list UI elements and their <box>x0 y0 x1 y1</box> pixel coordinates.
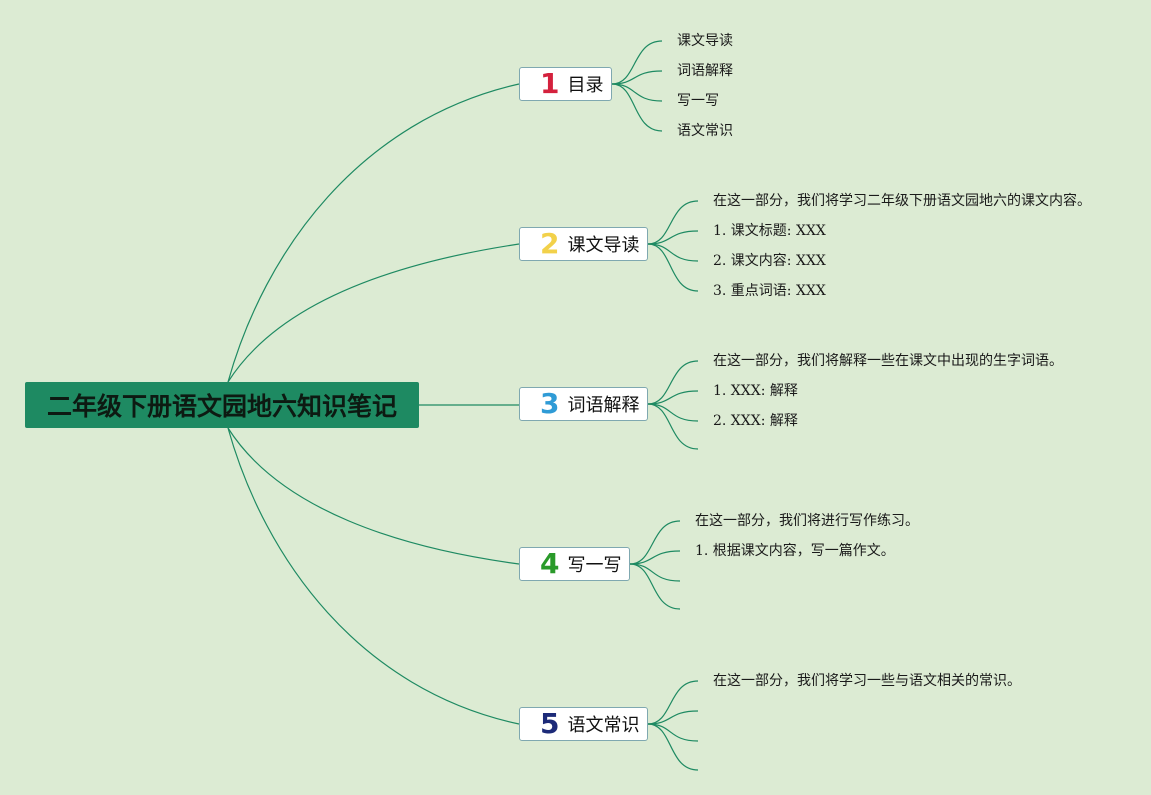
leaf-changshi-intro[interactable]: 在这一部分，我们将学习一些与语文相关的常识。 <box>713 673 1021 689</box>
branch-ciyu-jieshi[interactable]: 3 词语解释 <box>519 387 648 421</box>
branch-yuwen-changshi[interactable]: 5 语文常识 <box>519 707 648 741</box>
number-4: 4 <box>540 547 560 580</box>
leaf-mulu-2[interactable]: 词语解释 <box>677 63 733 79</box>
connector-xiezuo-3 <box>629 563 681 582</box>
branch-xie-yi-xie[interactable]: 4 写一写 <box>519 547 630 581</box>
branch-kewen-daodu[interactable]: 2 课文导读 <box>519 227 648 261</box>
leaf-mulu-4[interactable]: 语文常识 <box>677 123 733 139</box>
leaf-daodu-intro[interactable]: 在这一部分，我们将学习二年级下册语文园地六的课文内容。 <box>713 193 1091 209</box>
number-2: 2 <box>540 227 560 260</box>
connector-root-b4 <box>227 427 520 565</box>
connector-xiezuo-4 <box>629 563 681 610</box>
connector-jieshi-3 <box>647 403 699 422</box>
connector-xiezuo-1 <box>629 520 681 565</box>
connector-daodu-4 <box>647 243 699 292</box>
root-title: 二年级下册语文园地六知识笔记 <box>46 392 397 421</box>
connector-mulu-3 <box>611 83 663 102</box>
connector-daodu-3 <box>647 243 699 262</box>
number-3: 3 <box>540 387 560 420</box>
connector-mulu-4 <box>611 83 663 132</box>
connector-mulu-2 <box>611 70 663 85</box>
connector-root-b2 <box>227 243 520 383</box>
number-1: 1 <box>540 67 560 100</box>
leaf-mulu-1[interactable]: 课文导读 <box>677 33 733 49</box>
branch-label: 目录 <box>567 75 604 96</box>
leaf-xiezuo-intro[interactable]: 在这一部分，我们将进行写作练习。 <box>695 513 919 529</box>
branch-mulu[interactable]: 1 目录 <box>519 67 612 101</box>
connector-changshi-3 <box>647 723 699 742</box>
connector-root-b1 <box>227 83 520 383</box>
connector-root-b5 <box>227 427 520 725</box>
connector-mulu-1 <box>611 40 663 85</box>
branch-label: 词语解释 <box>567 395 640 416</box>
leaf-daodu-1[interactable]: 1. 课文标题: XXX <box>713 223 826 239</box>
connector-daodu-2 <box>647 230 699 245</box>
number-5: 5 <box>540 707 560 740</box>
leaf-mulu-3[interactable]: 写一写 <box>677 93 719 109</box>
connector-changshi-2 <box>647 710 699 725</box>
connector-changshi-1 <box>647 680 699 725</box>
branch-label: 语文常识 <box>567 715 640 736</box>
connector-xiezuo-2 <box>629 550 681 565</box>
leaf-jieshi-1[interactable]: 1. XXX: 解释 <box>713 383 798 399</box>
connector-jieshi-2 <box>647 390 699 405</box>
leaf-xiezuo-1[interactable]: 1. 根据课文内容，写一篇作文。 <box>695 543 895 559</box>
connector-changshi-4 <box>647 723 699 771</box>
branch-label: 写一写 <box>567 555 622 576</box>
leaf-jieshi-2[interactable]: 2. XXX: 解释 <box>713 413 798 429</box>
branch-label: 课文导读 <box>567 235 640 256</box>
leaf-daodu-2[interactable]: 2. 课文内容: XXX <box>713 253 826 269</box>
connector-jieshi-1 <box>647 360 699 405</box>
connector-daodu-1 <box>647 200 699 245</box>
root-topic[interactable]: 二年级下册语文园地六知识笔记 <box>25 382 419 428</box>
connector-jieshi-4 <box>647 403 699 450</box>
leaf-daodu-3[interactable]: 3. 重点词语: XXX <box>713 283 826 299</box>
leaf-jieshi-intro[interactable]: 在这一部分，我们将解释一些在课文中出现的生字词语。 <box>713 353 1063 369</box>
